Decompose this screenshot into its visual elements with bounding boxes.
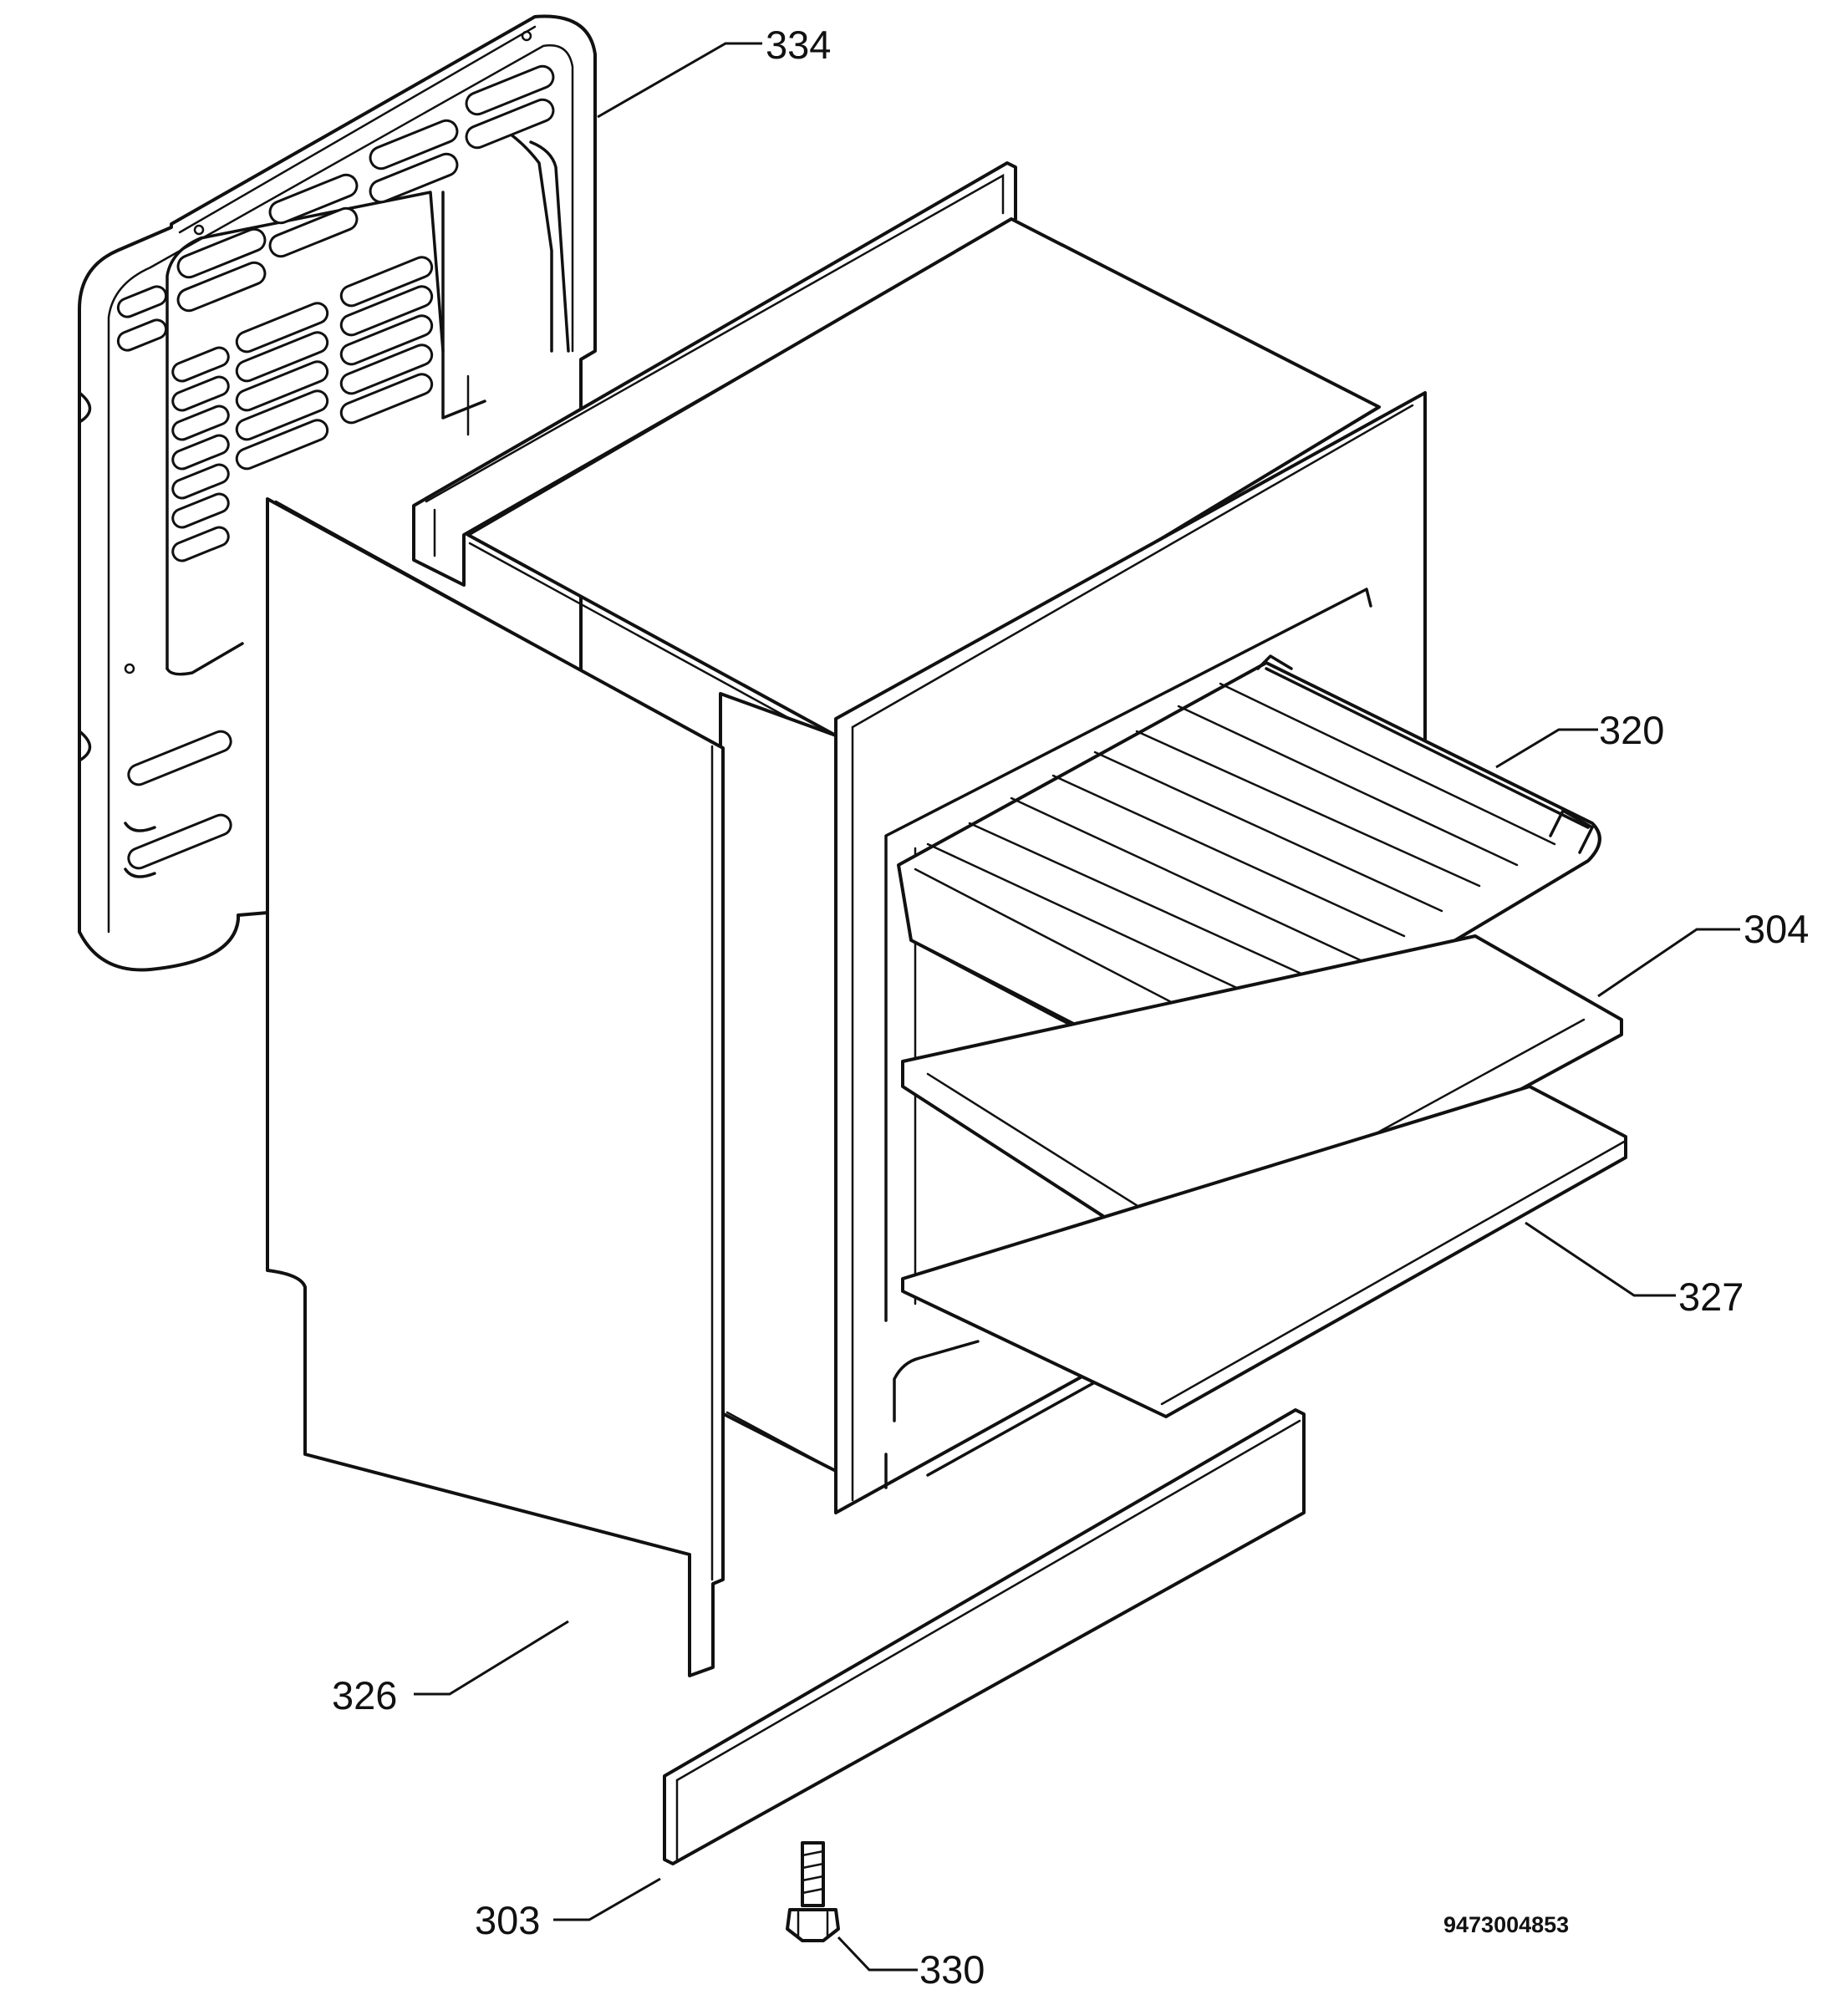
document-number: 9473004853 [1443, 1912, 1569, 1937]
screw-icon [786, 1841, 840, 1942]
part-labels: 334 320 304 327 326 303 330 9473004853 [332, 23, 1809, 1992]
vent-slots [116, 64, 555, 870]
side-panel [266, 497, 725, 1677]
label-303: 303 [475, 1898, 540, 1942]
kick-strip [663, 1408, 1306, 1865]
leader-lines [414, 42, 1740, 1972]
label-334: 334 [766, 23, 831, 67]
label-327: 327 [1678, 1275, 1744, 1319]
shelf-plate [901, 1085, 1627, 1418]
label-330: 330 [919, 1947, 985, 1992]
label-304: 304 [1744, 907, 1809, 951]
label-320: 320 [1599, 708, 1664, 752]
label-326: 326 [332, 1673, 397, 1717]
